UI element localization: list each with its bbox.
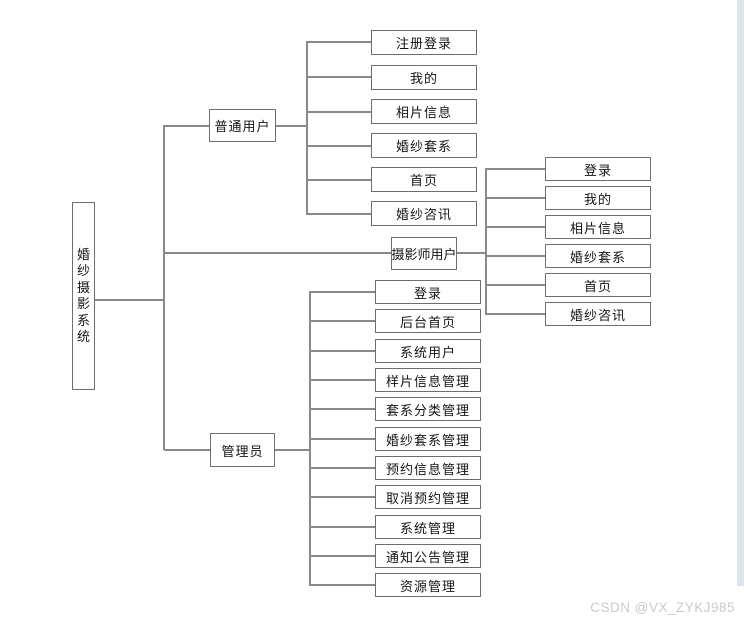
connector-line bbox=[485, 168, 487, 315]
node-admin: 管理员 bbox=[210, 433, 275, 467]
csdn-watermark: CSDN @VX_ZYKJ985 bbox=[590, 600, 735, 615]
tree-node-notice-mgmt: 通知公告管理 bbox=[375, 544, 481, 568]
tree-node-system-mgmt: 系统管理 bbox=[375, 515, 481, 539]
connector-line bbox=[486, 226, 545, 228]
connector-line bbox=[486, 284, 545, 286]
tree-node-system-user: 系统用户 bbox=[375, 339, 481, 363]
tree-node-wedding-package: 婚纱套系 bbox=[371, 133, 477, 158]
connector-line bbox=[276, 125, 307, 127]
connector-line bbox=[164, 252, 391, 254]
tree-node-wedding-package-mgmt: 婚纱套系管理 bbox=[375, 427, 481, 451]
connector-line bbox=[310, 320, 375, 322]
connector-line bbox=[310, 379, 375, 381]
tree-node-register-login: 注册登录 bbox=[371, 30, 477, 55]
connector-line bbox=[310, 526, 375, 528]
connector-line bbox=[310, 350, 375, 352]
tree-node-home: 首页 bbox=[371, 167, 477, 192]
connector-line bbox=[307, 41, 371, 43]
page-edge-strip bbox=[737, 0, 744, 586]
tree-node-package-category-mgmt: 套系分类管理 bbox=[375, 397, 481, 421]
tree-node-login: 登录 bbox=[545, 157, 651, 181]
connector-line bbox=[310, 291, 375, 293]
connector-line bbox=[164, 125, 209, 127]
tree-node-booking-info-mgmt: 预约信息管理 bbox=[375, 456, 481, 480]
tree-node-backend-home: 后台首页 bbox=[375, 309, 481, 333]
connector-line bbox=[307, 145, 371, 147]
connector-line bbox=[457, 252, 486, 254]
tree-node-wedding-package: 婚纱套系 bbox=[545, 244, 651, 268]
connector-line bbox=[309, 291, 311, 586]
node-photographer-user: 摄影师用户 bbox=[391, 237, 457, 270]
connector-line bbox=[310, 584, 375, 586]
connector-line bbox=[486, 197, 545, 199]
connector-line bbox=[310, 467, 375, 469]
tree-node-sample-info-mgmt: 样片信息管理 bbox=[375, 368, 481, 392]
tree-node-resource-mgmt: 资源管理 bbox=[375, 573, 481, 597]
tree-node-wedding-news: 婚纱咨讯 bbox=[545, 302, 651, 326]
tree-node-wedding-news: 婚纱咨讯 bbox=[371, 201, 477, 226]
root-label: 婚纱摄影系统 bbox=[76, 246, 90, 345]
connector-line bbox=[163, 125, 165, 450]
connector-line bbox=[486, 255, 545, 257]
node-root: 婚纱摄影系统 bbox=[72, 202, 95, 390]
connector-line bbox=[306, 41, 308, 215]
connector-line bbox=[307, 213, 371, 215]
connector-line bbox=[486, 313, 545, 315]
tree-node-mine: 我的 bbox=[371, 65, 477, 90]
connector-line bbox=[486, 168, 545, 170]
connector-line bbox=[310, 496, 375, 498]
tree-node-home: 首页 bbox=[545, 273, 651, 297]
node-ordinary-user: 普通用户 bbox=[209, 109, 276, 142]
connector-line bbox=[310, 438, 375, 440]
connector-line bbox=[164, 449, 210, 451]
connector-line bbox=[95, 299, 164, 301]
tree-node-photo-info: 相片信息 bbox=[545, 215, 651, 239]
tree-node-photo-info: 相片信息 bbox=[371, 99, 477, 124]
connector-line bbox=[307, 179, 371, 181]
tree-node-cancel-booking-mgmt: 取消预约管理 bbox=[375, 485, 481, 509]
tree-node-login: 登录 bbox=[375, 280, 481, 304]
connector-line bbox=[310, 408, 375, 410]
connector-line bbox=[307, 111, 371, 113]
connector-line bbox=[307, 76, 371, 78]
connector-line bbox=[275, 449, 310, 451]
tree-node-mine: 我的 bbox=[545, 186, 651, 210]
connector-line bbox=[310, 555, 375, 557]
